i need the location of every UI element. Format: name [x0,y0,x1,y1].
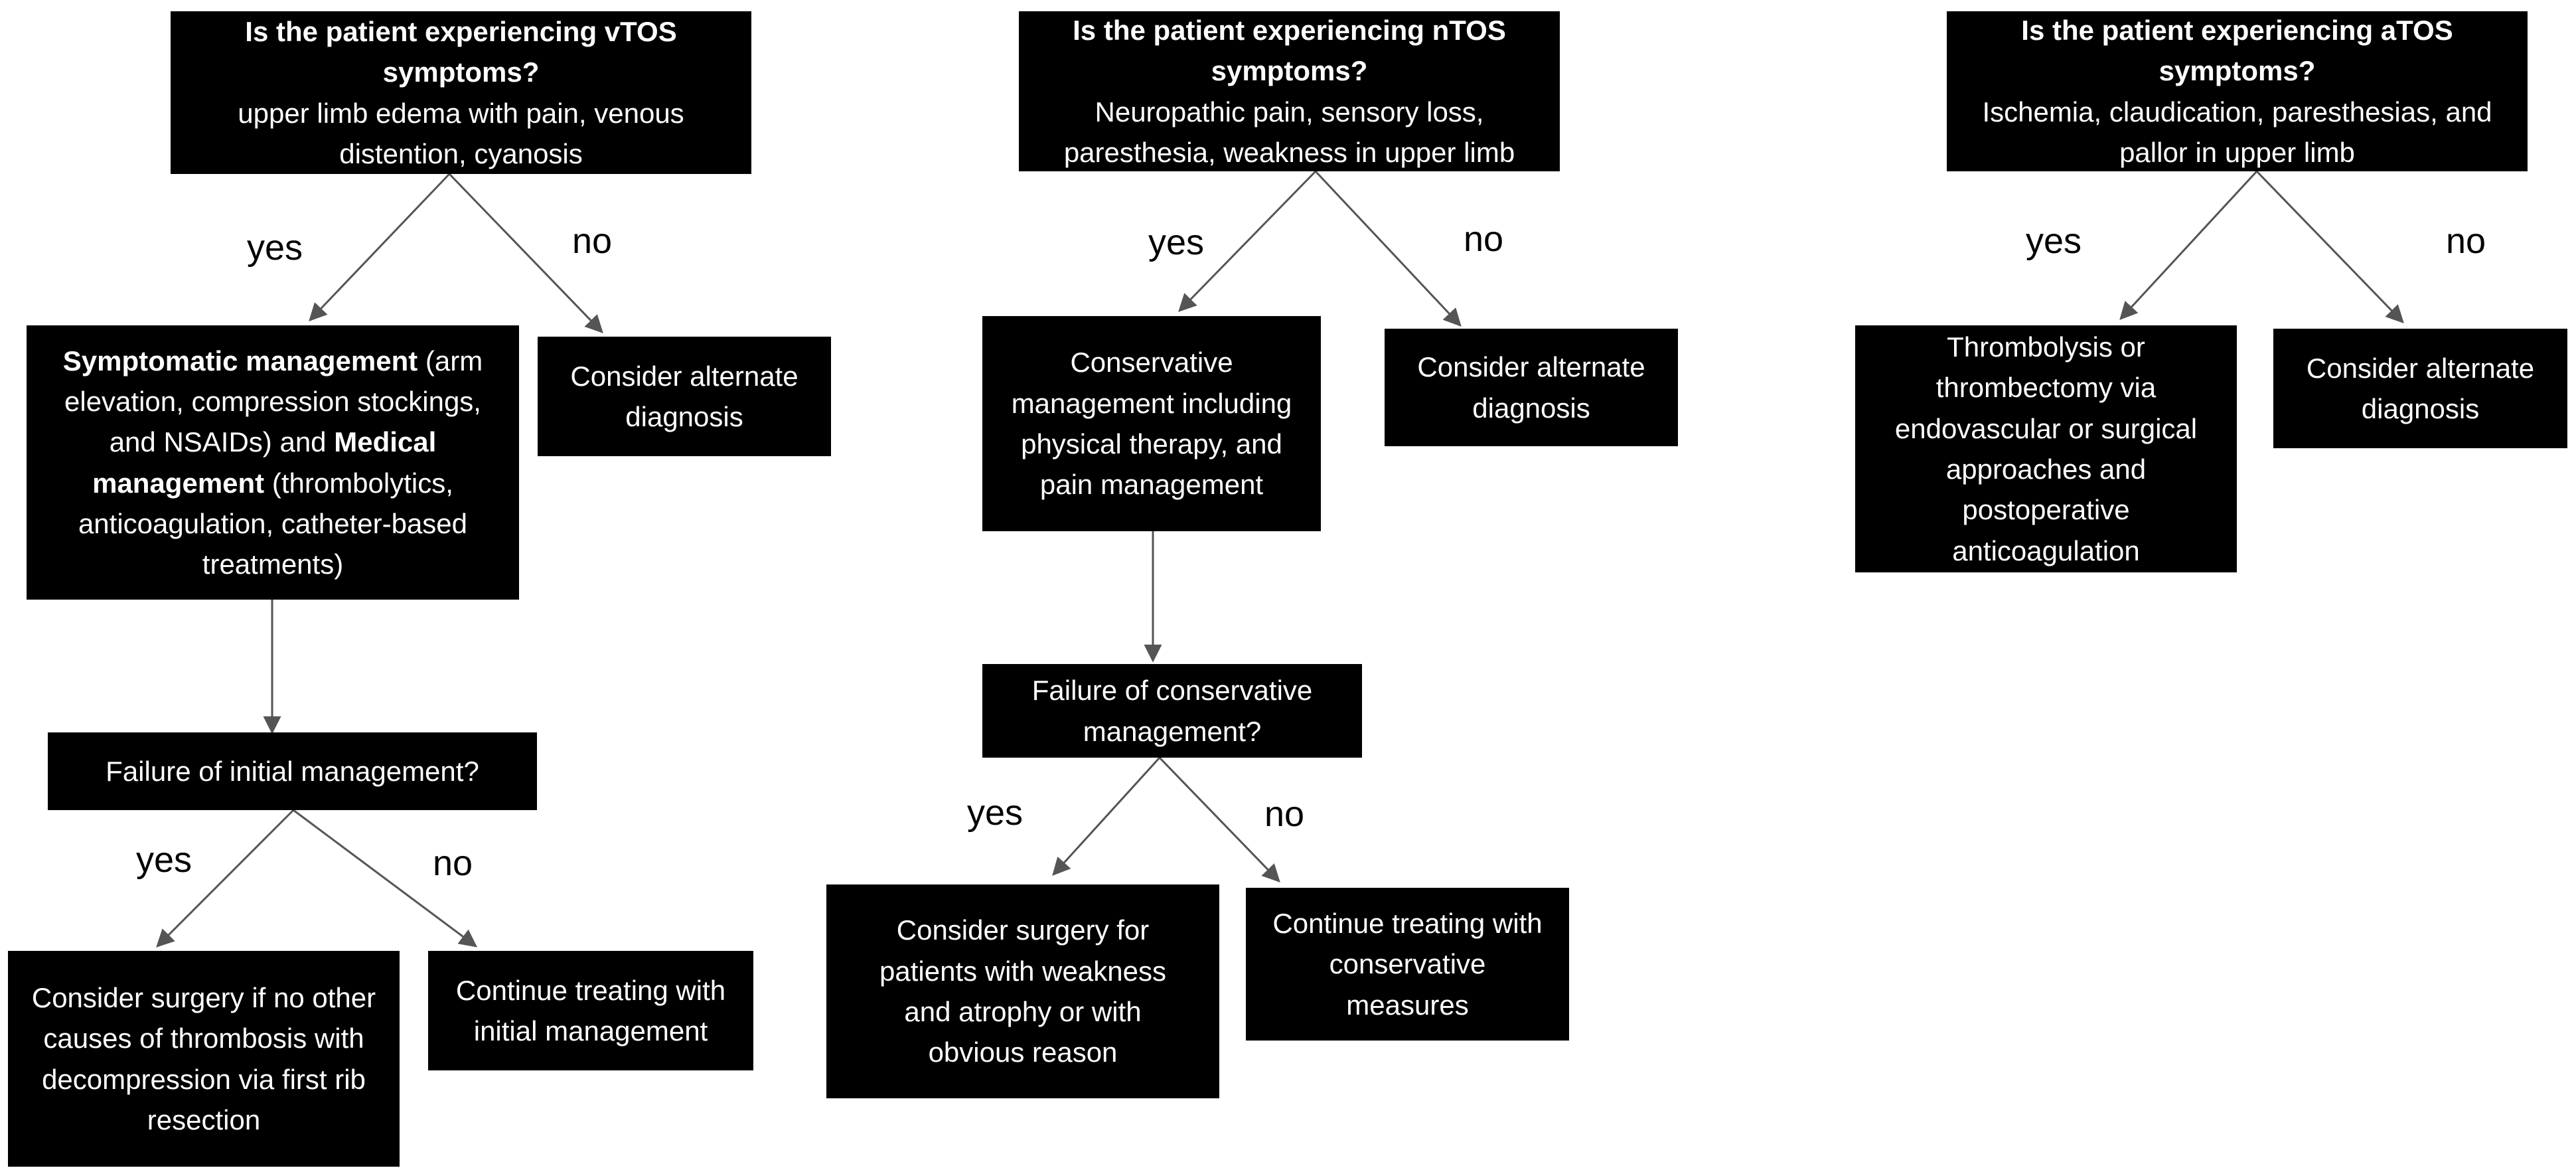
vtos-surgery-box: Consider surgery if no other causes of t… [8,951,400,1167]
ntos-question-box: Is the patient experiencing nTOS symptom… [1019,11,1560,171]
ntos-question-title: Is the patient experiencing nTOS symptom… [1073,14,1506,87]
atos-question-box: Is the patient experiencing aTOS symptom… [1947,11,2528,171]
vtos-symptomatic-detail: (arm elevation, compression stockings, a… [64,345,483,458]
vtos-question-title: Is the patient experiencing vTOS symptom… [245,15,677,88]
arrow-atos-yes [2119,170,2258,320]
ntos-conservative-box: Conservative management including physic… [982,316,1321,531]
ntos-surgery-text: Consider surgery for patients with weakn… [879,914,1166,1068]
atos-yes-label: yes [2026,221,2082,261]
atos-question-detail: Ischemia, claudication, paresthesias, an… [1982,96,2492,168]
arrow-vtos-failure-yes [156,809,295,948]
vtos-medical-detail: (thrombolytics, anticoagulation, cathete… [78,467,468,580]
arrow-ntos-failure-yes [1052,756,1161,876]
ntos-failure-text: Failure of conservative management? [1031,675,1313,747]
arrow-ntos-failure-no [1158,756,1280,882]
arrow-vtos-yes [309,173,451,321]
ntos-question-detail: Neuropathic pain, sensory loss, paresthe… [1063,96,1515,168]
vtos-continue-box: Continue treating with initial managemen… [428,951,753,1070]
atos-question-title: Is the patient experiencing aTOS symptom… [2021,14,2453,87]
vtos-failure-box: Failure of initial management? [48,732,537,810]
vtos-yes-label: yes [247,228,303,268]
atos-no-label: no [2446,221,2486,261]
vtos-question-box: Is the patient experiencing vTOS symptom… [171,11,751,174]
ntos-surgery-box: Consider surgery for patients with weakn… [826,884,1219,1098]
ntos-failure-no-label: no [1264,794,1305,834]
arrow-vtos-failure-no [293,809,478,948]
vtos-continue-text: Continue treating with initial managemen… [455,974,726,1046]
ntos-continue-box: Continue treating with conservative meas… [1246,888,1569,1041]
ntos-continue-text: Continue treating with conservative meas… [1272,908,1543,1021]
vtos-failure-no-label: no [433,843,473,883]
vtos-failure-text: Failure of initial management? [106,755,479,787]
arrow-atos-no [2255,170,2404,323]
vtos-no-label: no [572,221,613,261]
vtos-surgery-text: Consider surgery if no other causes of t… [31,981,376,1135]
ntos-failure-yes-label: yes [967,793,1023,833]
arrow-ntos-no [1314,170,1462,327]
arrow-vtos-no [448,173,603,333]
ntos-failure-box: Failure of conservative management? [982,664,1362,758]
atos-alternate-text: Consider alternate diagnosis [2306,352,2535,424]
atos-thrombolysis-box: Thrombolysis or thrombectomy via endovas… [1855,325,2237,572]
vtos-failure-yes-label: yes [136,840,192,880]
ntos-no-label: no [1464,219,1504,259]
vtos-medical-bold: Medical management [92,426,437,499]
vtos-symptomatic-bold: Symptomatic management [62,345,418,377]
ntos-yes-label: yes [1148,222,1205,262]
ntos-alternate-box: Consider alternate diagnosis [1385,329,1678,446]
atos-thrombolysis-text: Thrombolysis or thrombectomy via endovas… [1894,331,2198,566]
vtos-management-box: Symptomatic management (arm elevation, c… [27,325,519,600]
atos-alternate-box: Consider alternate diagnosis [2273,329,2567,448]
vtos-alternate-box: Consider alternate diagnosis [538,337,831,456]
ntos-alternate-text: Consider alternate diagnosis [1417,351,1645,424]
arrow-ntos-yes [1178,170,1317,312]
ntos-conservative-text: Conservative management including physic… [1011,347,1292,501]
vtos-question-detail: upper limb edema with pain, venous diste… [238,97,684,169]
vtos-alternate-text: Consider alternate diagnosis [570,360,798,432]
